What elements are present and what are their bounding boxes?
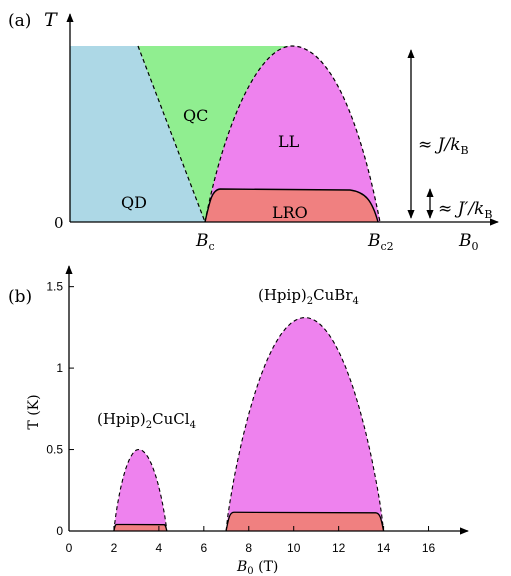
ll-region bbox=[205, 46, 380, 222]
lro-region bbox=[205, 189, 378, 222]
x-tick-label: 2 bbox=[111, 541, 118, 555]
y-tick-label: 0 bbox=[56, 524, 63, 538]
region-label-ll: LL bbox=[278, 132, 300, 151]
lro-fill-1 bbox=[226, 512, 384, 531]
ll-dome-fill-0 bbox=[113, 449, 167, 531]
panel-b: (b) 0 2 4 6 8 10 12 14 16 0 0.5 1 1.5 B0 (T) T (K) (… bbox=[8, 265, 469, 576]
panel-b-ticks: 0 2 4 6 8 10 12 14 16 0 0.5 1 1.5 bbox=[46, 280, 435, 555]
x-tick-label: 10 bbox=[287, 541, 301, 555]
y-tick-label: 0.5 bbox=[46, 443, 63, 457]
lro-boundary-0 bbox=[113, 523, 168, 532]
x-tick-label: 14 bbox=[377, 541, 391, 555]
b0-label: B0 bbox=[458, 231, 479, 253]
panel-b-fills bbox=[113, 317, 385, 532]
x-tick-label: 6 bbox=[200, 541, 207, 555]
panel-b-label: (b) bbox=[8, 287, 32, 307]
region-label-lro: LRO bbox=[272, 203, 308, 222]
x-tick-label: 0 bbox=[66, 541, 73, 555]
qd-region bbox=[70, 46, 205, 222]
bc2-label: Bc2 bbox=[367, 231, 394, 253]
lro-fill-0 bbox=[113, 524, 167, 531]
energy-label-jprime: ≈ J′/kB bbox=[438, 199, 492, 221]
ll-dome-boundary bbox=[204, 45, 381, 223]
axis-b-x-label: B0 (T) bbox=[236, 559, 278, 576]
qd-qc-boundary bbox=[137, 45, 206, 223]
lro-boundary-1 bbox=[225, 511, 385, 532]
compound-label-cubr4: (Hpip)2CuBr4 bbox=[258, 286, 359, 307]
panel-a: (a) T 0 QD QC LL LRO Bc Bc2 B0 ≈ J/kB ≈ … bbox=[8, 9, 499, 253]
x-tick-label: 8 bbox=[245, 541, 252, 555]
y-tick-label: 1 bbox=[56, 361, 63, 375]
x-tick-label: 12 bbox=[332, 541, 346, 555]
ll-dome-fill-1 bbox=[226, 317, 384, 531]
energy-label-j: ≈ J/kB bbox=[418, 135, 469, 157]
y-tick-label: 1.5 bbox=[46, 280, 63, 294]
axis-a-zero: 0 bbox=[54, 214, 64, 232]
axis-a-y-label: T bbox=[44, 9, 58, 31]
ll-dome-boundary-0 bbox=[113, 449, 168, 532]
qc-region bbox=[138, 46, 292, 222]
compound-label-cucl4: (Hpip)2CuCl4 bbox=[97, 410, 196, 431]
lro-boundary bbox=[204, 188, 379, 223]
axis-b-y-label: T (K) bbox=[26, 394, 42, 429]
x-tick-label: 16 bbox=[422, 541, 436, 555]
bc-label: Bc bbox=[195, 231, 215, 253]
region-label-qd: QD bbox=[121, 193, 147, 212]
x-tick-label: 4 bbox=[156, 541, 163, 555]
panel-a-label: (a) bbox=[8, 11, 31, 31]
ll-dome-boundary-1 bbox=[225, 317, 385, 532]
region-label-qc: QC bbox=[183, 106, 208, 125]
